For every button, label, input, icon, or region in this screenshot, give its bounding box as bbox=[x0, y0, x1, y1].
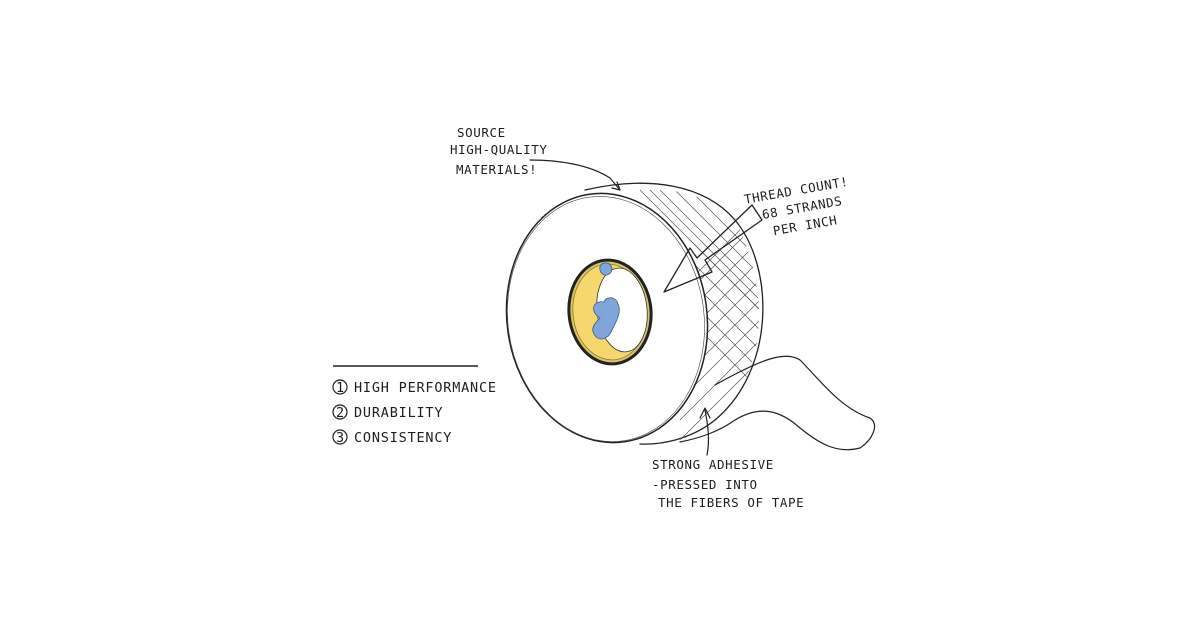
materials-line-2: HIGH-QUALITY bbox=[450, 142, 548, 157]
materials-leader bbox=[529, 159, 621, 191]
adhesive-line-3: THE FIBERS OF TAPE bbox=[658, 495, 804, 510]
feature-list: 1 HIGH PERFORMANCE 2 DURABILITY 3 CONSIS… bbox=[332, 379, 497, 446]
feature-number-circle bbox=[332, 379, 348, 395]
adhesive-line-2: -PRESSED INTO bbox=[652, 477, 758, 492]
core-blue-nub bbox=[599, 262, 613, 276]
thread-count-arrow bbox=[663, 204, 763, 293]
feature-item-2: 2 DURABILITY bbox=[332, 404, 443, 421]
core-blue-grip bbox=[592, 297, 620, 340]
feature-label: CONSISTENCY bbox=[354, 430, 452, 446]
feature-number: 1 bbox=[336, 380, 345, 396]
feature-number: 2 bbox=[336, 405, 345, 421]
adhesive-leader bbox=[704, 409, 710, 456]
feature-label: DURABILITY bbox=[354, 405, 443, 421]
callout-materials: SOURCE HIGH-QUALITY MATERIALS! bbox=[450, 125, 556, 177]
roll-front-face-outline2 bbox=[507, 196, 705, 442]
materials-line-3: MATERIALS! bbox=[456, 162, 537, 177]
tape-strip bbox=[679, 355, 875, 451]
callout-thread-count: THREAD COUNT! 68 STRANDS PER INCH bbox=[743, 172, 864, 242]
feature-number: 3 bbox=[336, 430, 345, 446]
feature-number-circle bbox=[332, 429, 348, 445]
callout-adhesive: STRONG ADHESIVE -PRESSED INTO THE FIBERS… bbox=[652, 457, 804, 510]
feature-number-circle bbox=[332, 404, 348, 420]
roll-side-band bbox=[584, 182, 764, 445]
adhesive-line-1: STRONG ADHESIVE bbox=[652, 457, 774, 472]
feature-item-1: 1 HIGH PERFORMANCE bbox=[332, 379, 497, 396]
materials-leader-tip bbox=[611, 181, 621, 191]
feature-label: HIGH PERFORMANCE bbox=[354, 380, 497, 396]
feature-item-3: 3 CONSISTENCY bbox=[332, 429, 452, 446]
materials-line-1: SOURCE bbox=[457, 125, 506, 140]
adhesive-leader-tip bbox=[699, 407, 711, 419]
